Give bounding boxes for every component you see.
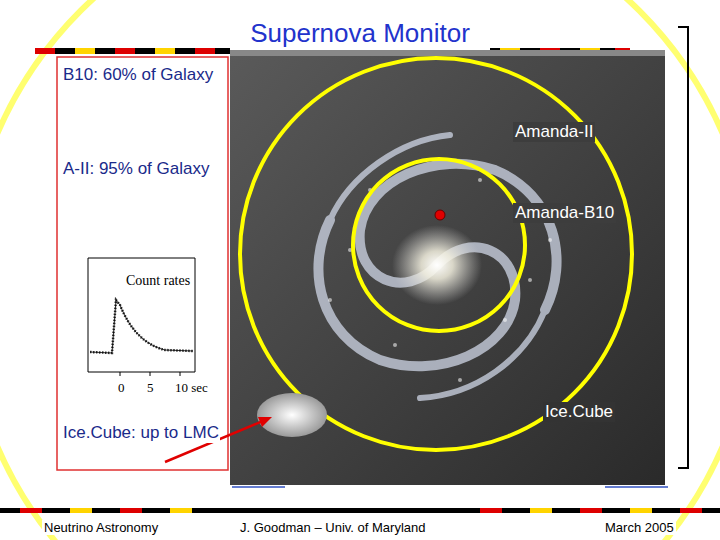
sun-position	[435, 210, 445, 220]
panel-text: B10: 60% of Galaxy	[62, 65, 214, 85]
footer-text: March 2005	[603, 520, 676, 535]
amanda-ii-range	[240, 58, 632, 450]
footer-text: J. Goodman – Univ. of Maryland	[238, 520, 427, 535]
footer-bar	[0, 487, 720, 513]
range-label: Amanda-II	[513, 122, 595, 142]
range-label: Ice.Cube	[543, 402, 615, 422]
plot-label: Count rates	[124, 273, 192, 289]
slide-title: Supernova Monitor	[0, 18, 720, 49]
footer-text: Neutrino Astronomy	[42, 520, 160, 535]
panel-text: Ice.Cube: up to LMC	[62, 423, 220, 443]
count-rate-plot	[88, 258, 195, 376]
axis-tick: 0	[116, 380, 127, 396]
axis-tick: 5	[145, 380, 156, 396]
range-label: Amanda-B10	[513, 203, 616, 223]
lmc-ellipse	[257, 393, 327, 437]
amanda-b10-range	[353, 159, 525, 331]
axis-tick: 10 sec	[173, 380, 210, 396]
panel-frame	[57, 57, 228, 470]
info-panel: B10: 60% of GalaxyA-II: 95% of GalaxyIce…	[57, 57, 228, 470]
galaxy-image	[230, 50, 665, 485]
bracket	[678, 27, 688, 468]
panel-text: A-II: 95% of Galaxy	[62, 159, 210, 179]
